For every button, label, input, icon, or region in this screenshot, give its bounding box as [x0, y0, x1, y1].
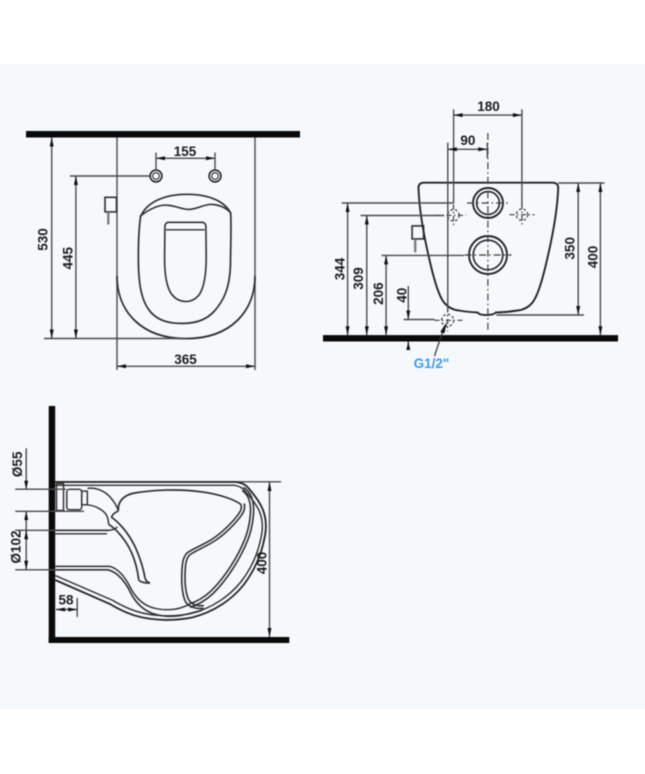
svg-text:Ø55: Ø55	[10, 451, 25, 477]
svg-text:445: 445	[61, 246, 76, 269]
svg-text:365: 365	[174, 352, 197, 367]
svg-text:58: 58	[58, 592, 74, 607]
svg-text:Ø102: Ø102	[9, 530, 24, 563]
svg-text:400: 400	[255, 552, 270, 575]
svg-text:G1/2": G1/2"	[414, 356, 450, 371]
svg-text:344: 344	[332, 257, 347, 280]
svg-text:206: 206	[371, 282, 386, 305]
svg-text:180: 180	[477, 99, 500, 114]
svg-text:350: 350	[563, 237, 578, 260]
svg-text:530: 530	[36, 228, 51, 251]
svg-text:400: 400	[586, 246, 601, 269]
svg-text:90: 90	[460, 133, 475, 148]
svg-text:155: 155	[174, 144, 197, 159]
svg-text:309: 309	[351, 267, 366, 290]
svg-text:40: 40	[395, 288, 410, 303]
